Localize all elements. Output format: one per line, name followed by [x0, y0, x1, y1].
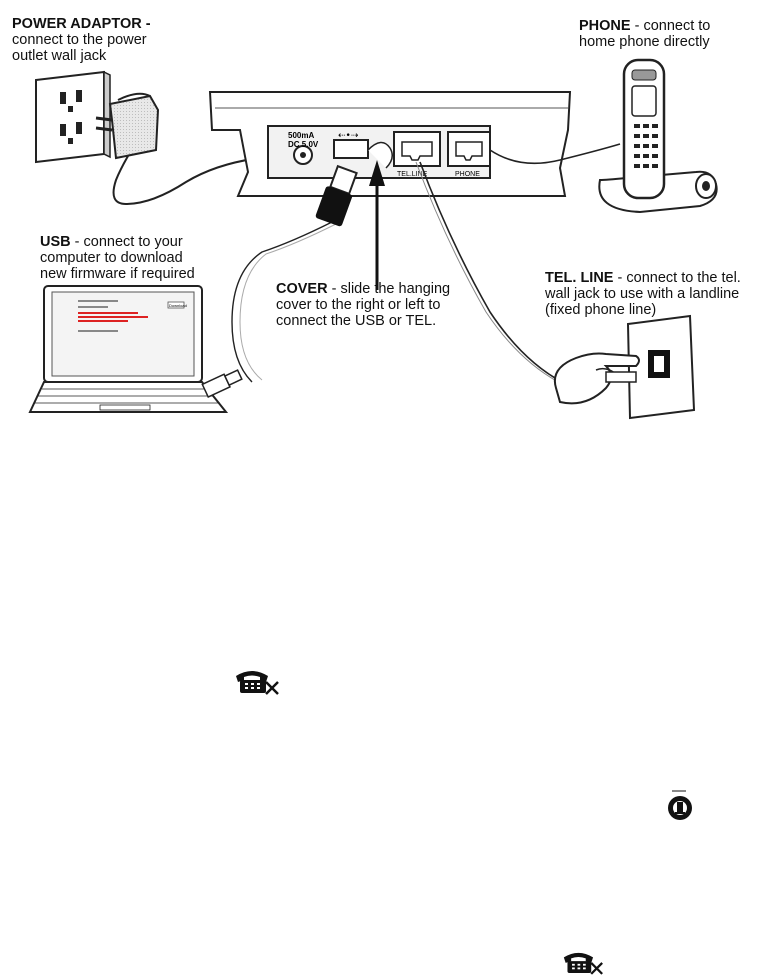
hand-plug: [554, 352, 640, 405]
cover-title: COVER: [276, 281, 328, 297]
usb-plug-laptop: [201, 369, 243, 399]
rating-top: 500mA: [288, 131, 314, 140]
phone-cancel-icon: [236, 671, 279, 695]
phone-line2: home phone directly: [579, 34, 710, 50]
usb-line2: computer to download: [40, 250, 183, 266]
usb-line1: connect to your: [83, 234, 183, 250]
base-station: [208, 91, 572, 197]
port-tel-label: TEL.LINE: [397, 171, 428, 178]
cover-line1: slide the hanging: [340, 281, 451, 297]
wall-jack: [626, 314, 696, 420]
power-icon: [668, 790, 692, 820]
tel-line-cable-inner: [415, 161, 581, 393]
usb-label: USB - connect to your computer to downlo…: [40, 234, 195, 282]
phone-line1: connect to: [643, 18, 711, 34]
phone-label: PHONE - connect to home phone directly: [579, 18, 711, 50]
usb-cable-inner: [239, 223, 337, 381]
usb-cable: [231, 221, 333, 383]
tel-line-label: TEL. LINE - connect to the tel. wall jac…: [545, 270, 741, 318]
cover-label: COVER - slide the hanging cover to the r…: [276, 281, 451, 329]
usb-line3: new firmware if required: [40, 266, 195, 282]
phone-cancel-icon: [563, 952, 603, 975]
laptop: [28, 285, 229, 413]
rating-bottom: DC 5.0V: [288, 140, 319, 149]
wall-outlet: [35, 70, 111, 164]
cover-line3: connect the USB or TEL.: [276, 313, 437, 329]
usb-plug: [315, 164, 358, 227]
cover-line2: cover to the right or left to: [276, 297, 441, 313]
tel-line-cable: [419, 161, 581, 391]
tel-line-title: TEL. LINE: [545, 270, 614, 286]
power-adaptor-title: POWER ADAPTOR -: [12, 16, 151, 32]
power-adaptor-line2: outlet wall jack: [12, 48, 107, 64]
port-phone-label: PHONE: [455, 171, 480, 178]
power-adaptor-label: POWER ADAPTOR - connect to the power out…: [12, 16, 151, 64]
tel-line-line1: connect to the tel.: [626, 270, 741, 286]
laptop-download-button: Download: [169, 303, 187, 308]
phone-handset: [598, 58, 718, 214]
tel-line-line3: (fixed phone line): [545, 302, 657, 318]
power-adaptor-line1: connect to the power: [12, 32, 147, 48]
usb-symbol: ⇠•⇢: [338, 131, 358, 141]
phone-cable: [489, 143, 621, 165]
phone-title: PHONE: [579, 18, 631, 34]
usb-title: USB: [40, 234, 71, 250]
cover-arrow: [369, 160, 385, 290]
tel-line-line2: wall jack to use with a landline: [545, 286, 740, 302]
